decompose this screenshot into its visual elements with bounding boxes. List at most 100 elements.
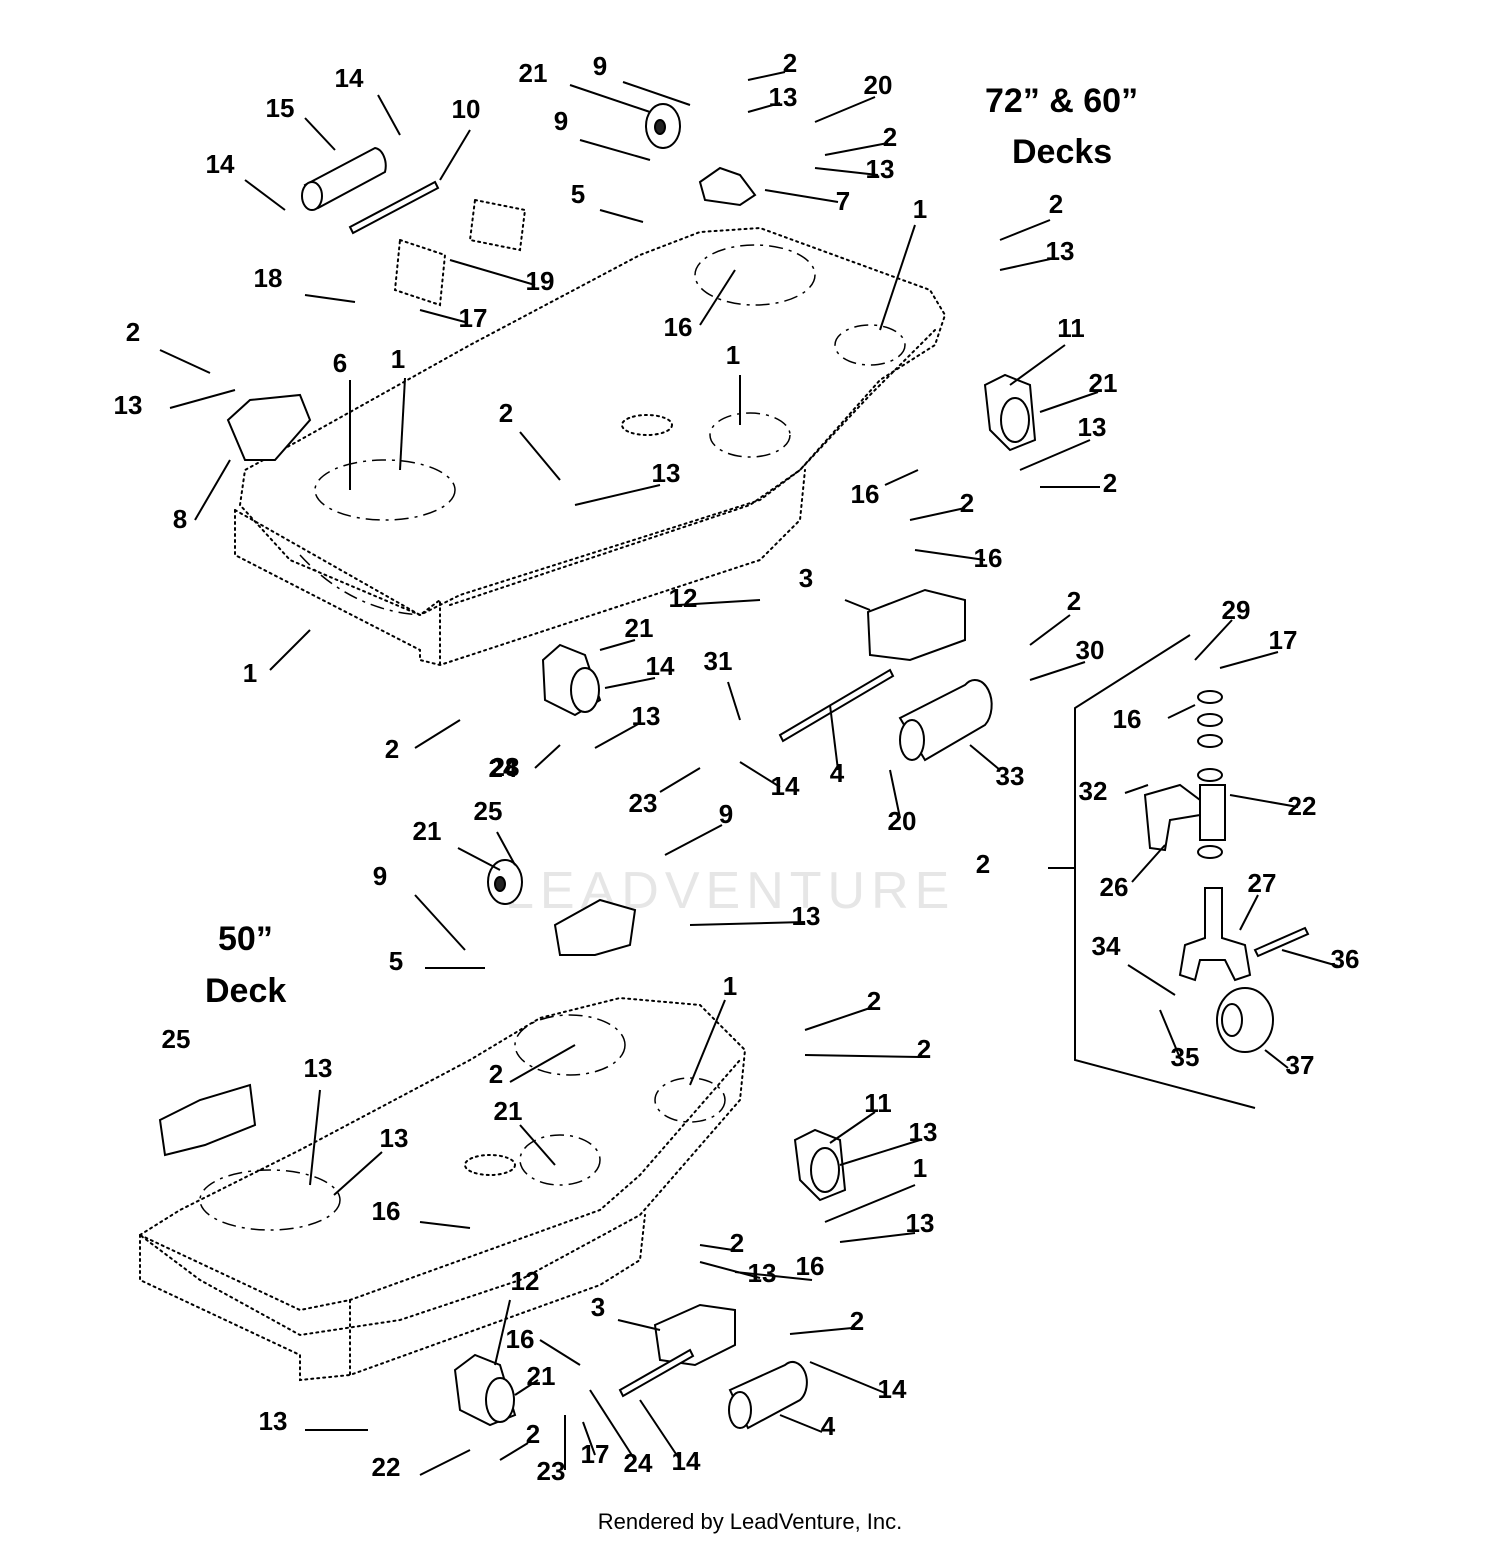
callout-number: 13 xyxy=(792,901,821,931)
lower-left-bracket-25 xyxy=(158,1083,257,1157)
callout-number: 1 xyxy=(243,658,257,688)
callout-leader xyxy=(594,722,641,749)
callout-number: 16 xyxy=(1113,704,1142,734)
callout-leader xyxy=(699,1244,734,1251)
callout-leader xyxy=(1264,1049,1289,1069)
lower-deck-outline xyxy=(138,996,747,1337)
detail-washer-31c xyxy=(1197,734,1223,748)
callout-number: 17 xyxy=(459,303,488,333)
callout-number: 23 xyxy=(629,788,658,818)
callout-leader xyxy=(879,224,916,331)
lower-caster-11-wheel xyxy=(810,1147,840,1193)
callout-leader xyxy=(664,824,723,856)
lower-deck-port xyxy=(464,1154,516,1176)
callout-leader xyxy=(804,1007,871,1031)
callout-71: 2 xyxy=(804,986,881,1031)
callout-leader xyxy=(677,599,761,606)
upper-caster-12-wheel xyxy=(570,667,600,713)
callout-74: 35 xyxy=(1159,1009,1199,1072)
callout-number: 9 xyxy=(554,106,568,136)
callout-51: 33 xyxy=(969,744,1024,791)
callout-7: 10 xyxy=(439,94,480,181)
callout-61: 26 xyxy=(1100,844,1166,902)
callout-number: 19 xyxy=(526,266,555,296)
callout-80: 1 xyxy=(824,1153,927,1223)
callout-number: 13 xyxy=(906,1208,935,1238)
callout-leader xyxy=(779,1414,823,1433)
callout-32: 8 xyxy=(173,459,231,534)
callout-47: 2 xyxy=(385,719,461,764)
callout-number: 21 xyxy=(625,613,654,643)
callout-number: 16 xyxy=(796,1251,825,1281)
callout-93: 4 xyxy=(779,1411,836,1441)
callout-leader xyxy=(969,744,1001,771)
callout-leader xyxy=(496,831,516,866)
callout-leader xyxy=(569,84,651,113)
callout-number: 21 xyxy=(519,58,548,88)
callout-leader xyxy=(909,507,966,521)
callout-34: 13 xyxy=(574,458,680,506)
callout-leader xyxy=(419,1221,471,1229)
upper-roller-4-end xyxy=(899,719,925,761)
callout-leader xyxy=(844,599,871,611)
callout-number: 5 xyxy=(571,179,585,209)
callout-number: 2 xyxy=(489,1059,503,1089)
callout-number: 2 xyxy=(126,317,140,347)
callout-62: 27 xyxy=(1239,868,1276,931)
callout-76: 11 xyxy=(829,1088,892,1144)
upper-deck-heading-line1: 72” & 60” xyxy=(985,82,1138,120)
callout-number: 31 xyxy=(704,646,733,676)
lower-spindle-left xyxy=(199,1169,341,1231)
callout-leader xyxy=(304,294,356,303)
callout-number: 25 xyxy=(474,796,503,826)
callout-63: 28 xyxy=(491,752,520,782)
lower-spindle-rear xyxy=(514,1014,626,1076)
callout-number: 17 xyxy=(581,1439,610,1469)
callout-number: 21 xyxy=(494,1096,523,1126)
callout-number: 30 xyxy=(1076,635,1105,665)
callout-leader xyxy=(764,189,839,203)
callout-number: 34 xyxy=(1092,931,1121,961)
callout-leader xyxy=(824,142,889,156)
callout-42: 30 xyxy=(1029,635,1105,681)
lower-deck-rear-rail xyxy=(349,1059,741,1301)
callout-leader xyxy=(1019,439,1091,471)
callout-leader xyxy=(889,769,901,819)
callout-97: 22 xyxy=(372,1449,471,1482)
detail-washer-31b xyxy=(1197,713,1223,727)
callout-leader xyxy=(169,389,236,409)
callout-number: 1 xyxy=(391,344,405,374)
callout-35: 3 xyxy=(799,563,871,611)
callout-leader xyxy=(333,1151,383,1196)
callout-29: 13 xyxy=(1019,412,1106,471)
callout-number: 14 xyxy=(646,651,675,681)
callout-3: 13 xyxy=(747,82,798,113)
callout-leader xyxy=(727,681,741,721)
callout-number: 18 xyxy=(254,263,283,293)
upper-roller-pin xyxy=(348,180,440,235)
callout-22: 2 xyxy=(126,317,211,374)
callout-number: 23 xyxy=(537,1456,566,1486)
callout-leader xyxy=(814,96,876,123)
callout-leader xyxy=(689,999,726,1086)
callout-91: 21 xyxy=(514,1361,556,1396)
upper-rear-wheel-hub xyxy=(654,119,666,135)
callout-leader xyxy=(1194,619,1233,661)
callout-53: 22 xyxy=(1229,791,1316,821)
callout-number: 29 xyxy=(1222,595,1251,625)
callout-number: 16 xyxy=(506,1324,535,1354)
callout-number: 2 xyxy=(783,48,797,78)
callout-leader xyxy=(914,549,986,561)
callout-number: 26 xyxy=(1100,872,1129,902)
callout-number: 2 xyxy=(867,986,881,1016)
callout-number: 28 xyxy=(491,752,520,782)
callout-number: 13 xyxy=(259,1406,288,1436)
callout-number: 21 xyxy=(527,1361,556,1391)
callout-101: 14 xyxy=(639,1399,701,1476)
callout-leader xyxy=(622,81,691,106)
detail-washer-31a xyxy=(1197,690,1223,704)
callout-number: 13 xyxy=(769,82,798,112)
callout-leader xyxy=(589,1389,636,1461)
callout-69: 5 xyxy=(389,946,485,976)
callout-15: 2 xyxy=(999,189,1063,241)
